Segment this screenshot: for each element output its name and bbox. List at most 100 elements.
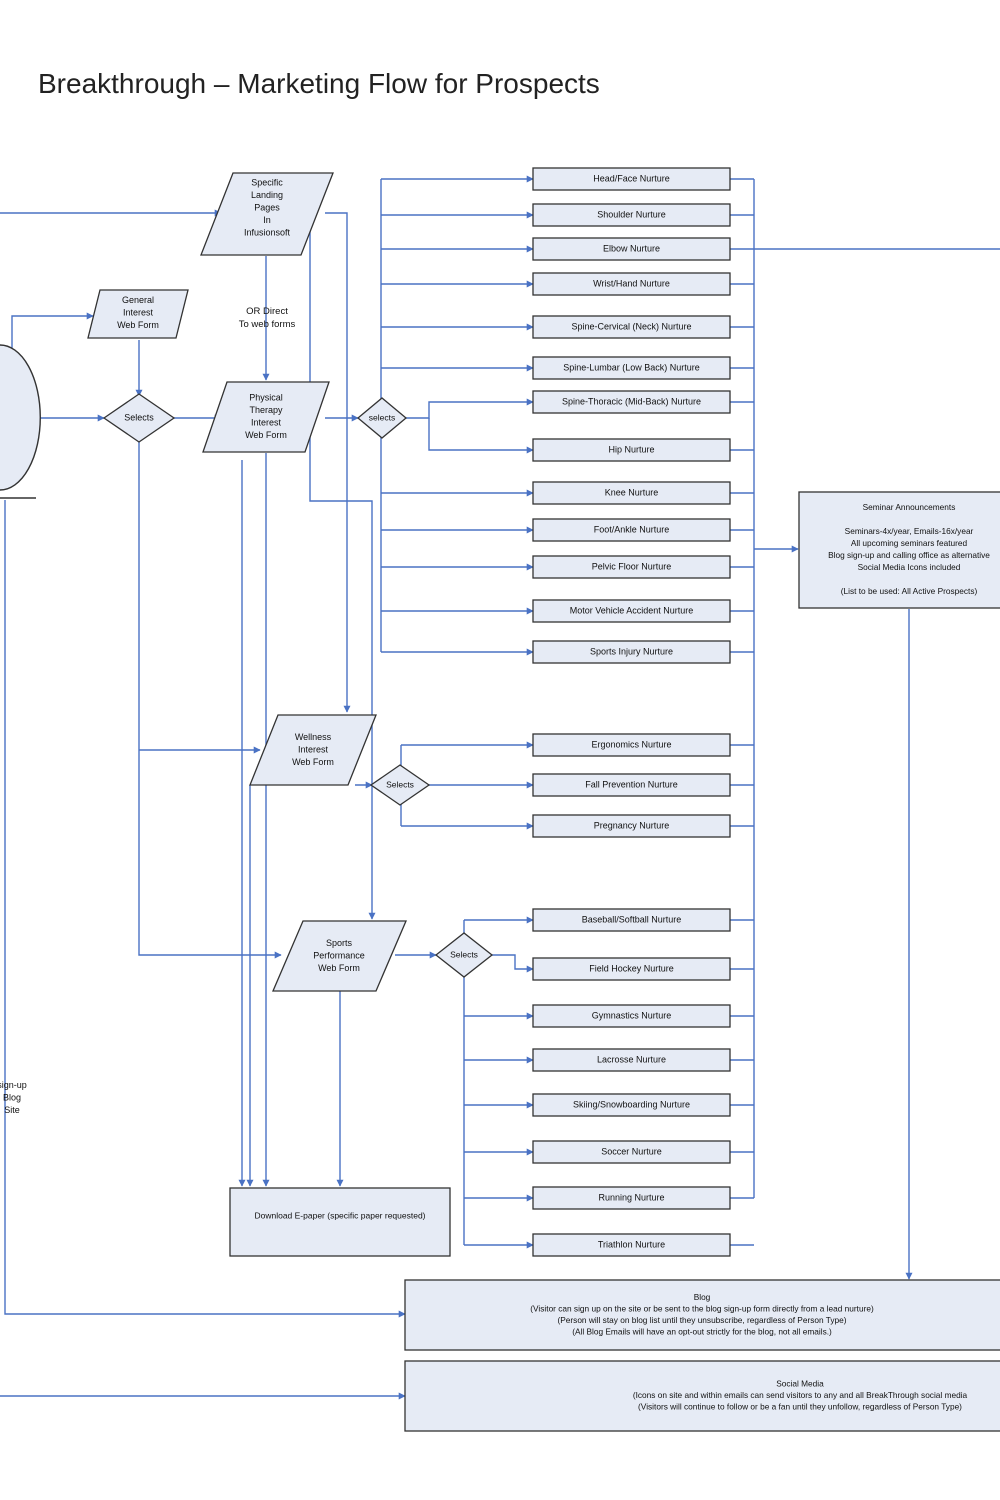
pt-nurture-box	[532, 555, 731, 579]
pt-nurture-label: Knee Nurture	[605, 487, 659, 497]
pt-nurture-box	[532, 518, 731, 542]
social-text: (Visitors will continue to follow or be …	[638, 1402, 962, 1412]
sports-nurture-label: Gymnastics Nurture	[592, 1010, 672, 1020]
pt-nurture-box	[532, 481, 731, 505]
social-text: (Icons on site and within emails can sen…	[633, 1390, 968, 1400]
sports-nurture-label: Running Nurture	[598, 1192, 664, 1202]
selects-main-text: Selects	[124, 412, 154, 422]
specific-landing-text: In	[263, 215, 271, 225]
download-text: Download E-paper (specific paper request…	[254, 1210, 425, 1220]
signup-blog-label-text: Blog	[3, 1092, 21, 1102]
sports-perf-text: Web Form	[318, 963, 360, 973]
pt-nurture-label: Sports Injury Nurture	[590, 646, 673, 656]
physical-therapy-node	[202, 381, 330, 453]
download-node	[229, 1187, 451, 1257]
pt-nurture-box	[532, 237, 731, 261]
pt-nurture-box	[532, 203, 731, 227]
connectors	[0, 175, 1000, 1400]
social-node	[404, 1360, 1000, 1432]
physical-therapy-text: Therapy	[249, 405, 283, 415]
wellness-nurture-label: Pregnancy Nurture	[594, 820, 670, 830]
sports-nurture-box	[532, 1048, 731, 1072]
selects-main-node	[102, 393, 176, 443]
or-direct-label-text: OR Direct	[246, 306, 288, 317]
sports-nurture-box	[532, 1186, 731, 1210]
specific-landing-text: Infusionsoft	[244, 227, 291, 237]
seminar-text: Social Media Icons included	[858, 562, 961, 572]
pt-nurture-box	[532, 356, 731, 380]
wellness-nurture-label: Ergonomics Nurture	[591, 739, 671, 749]
wellness-nurture-label: Fall Prevention Nurture	[585, 779, 678, 789]
landing-to-wellness-line	[325, 212, 351, 713]
blog-text: (Visitor can sign up on the site or be s…	[530, 1303, 874, 1313]
pt-nurture-label: Elbow Nurture	[603, 243, 660, 253]
seminar-text: All upcoming seminars featured	[851, 538, 968, 548]
wellness-nurture-box	[532, 773, 731, 797]
landing-to-sports-line	[309, 213, 376, 920]
sports-perf-text: Sports	[326, 938, 353, 948]
wellness-text: Web Form	[292, 757, 334, 767]
pt-nurture-label: Wrist/Hand Nurture	[593, 278, 670, 288]
sports-perf-text: Performance	[313, 950, 365, 960]
sports-nurture-box	[532, 1140, 731, 1164]
specific-landing-text: Pages	[254, 202, 280, 212]
physical-therapy-text: Interest	[251, 418, 282, 428]
sports-nurture-label: Lacrosse Nurture	[597, 1054, 666, 1064]
general-interest-node	[87, 289, 189, 339]
pt-nurture-label: Spine-Thoracic (Mid-Back) Nurture	[562, 396, 701, 406]
sports-nurture-label: Soccer Nurture	[601, 1146, 662, 1156]
selects-sports-text: Selects	[450, 949, 478, 959]
physical-therapy-text: Physical	[249, 393, 283, 403]
pt-nurture-box	[532, 315, 731, 339]
seminar-text: (List to be used: All Active Prospects)	[841, 586, 978, 596]
pt-nurture-label: Hip Nurture	[608, 444, 654, 454]
selects-pt-node	[356, 397, 408, 439]
sports-nurture-label: Field Hockey Nurture	[589, 963, 674, 973]
sports-nurture-box	[532, 1233, 731, 1257]
wellness-text: Interest	[298, 744, 329, 754]
blog-node	[404, 1279, 1000, 1351]
specific-landing-text: Landing	[251, 190, 283, 200]
pt-nurture-box	[532, 167, 731, 191]
pt-nurture-box	[532, 599, 731, 623]
pt-branch-line	[428, 418, 534, 454]
signup-blog-label-text: Site	[4, 1105, 20, 1115]
sports-perf-node	[272, 920, 407, 992]
specific-landing-text: Specific	[251, 177, 283, 187]
blog-text: Blog	[694, 1292, 711, 1302]
pt-nurture-label: Shoulder Nurture	[597, 209, 666, 219]
sports-nurture-label: Baseball/Softball Nurture	[582, 914, 682, 924]
pt-branch-line	[405, 398, 534, 419]
pt-nurture-label: Foot/Ankle Nurture	[594, 524, 670, 534]
pt-nurture-label: Head/Face Nurture	[593, 173, 670, 183]
sports-nurture-box	[532, 1004, 731, 1028]
wellness-node	[249, 714, 377, 786]
sports-nurture-box	[532, 908, 731, 932]
pt-nurture-label: Pelvic Floor Nurture	[592, 561, 672, 571]
selects-wellness-text: Selects	[386, 779, 414, 789]
sports-nurture-box	[532, 957, 731, 981]
physical-therapy-text: Web Form	[245, 430, 287, 440]
general-interest-text: General	[122, 295, 154, 305]
pt-nurture-label: Spine-Cervical (Neck) Nurture	[571, 321, 691, 331]
seminar-text: Seminar Announcements	[863, 502, 956, 512]
or-direct-label-text: To web forms	[239, 319, 296, 330]
blog-text: (All Blog Emails will have an opt-out st…	[572, 1326, 832, 1336]
pt-nurture-label: Spine-Lumbar (Low Back) Nurture	[563, 362, 700, 372]
selects-to-sports-line	[138, 440, 282, 959]
selects-sports-node	[434, 932, 494, 978]
sports-nurture-box	[532, 1093, 731, 1117]
pt-nurture-box	[532, 272, 731, 296]
seminar-node	[798, 491, 1000, 609]
specific-landing-node	[200, 172, 334, 256]
signup-to-blog-line	[4, 500, 406, 1318]
page-title: Breakthrough – Marketing Flow for Prospe…	[38, 68, 600, 99]
prospect-circle	[0, 344, 41, 491]
general-interest-text: Web Form	[117, 320, 159, 330]
pt-nurture-box	[532, 640, 731, 664]
pt-nurture-box	[532, 438, 731, 462]
sports-nurture-label: Triathlon Nurture	[598, 1239, 665, 1249]
wellness-nurture-box	[532, 733, 731, 757]
